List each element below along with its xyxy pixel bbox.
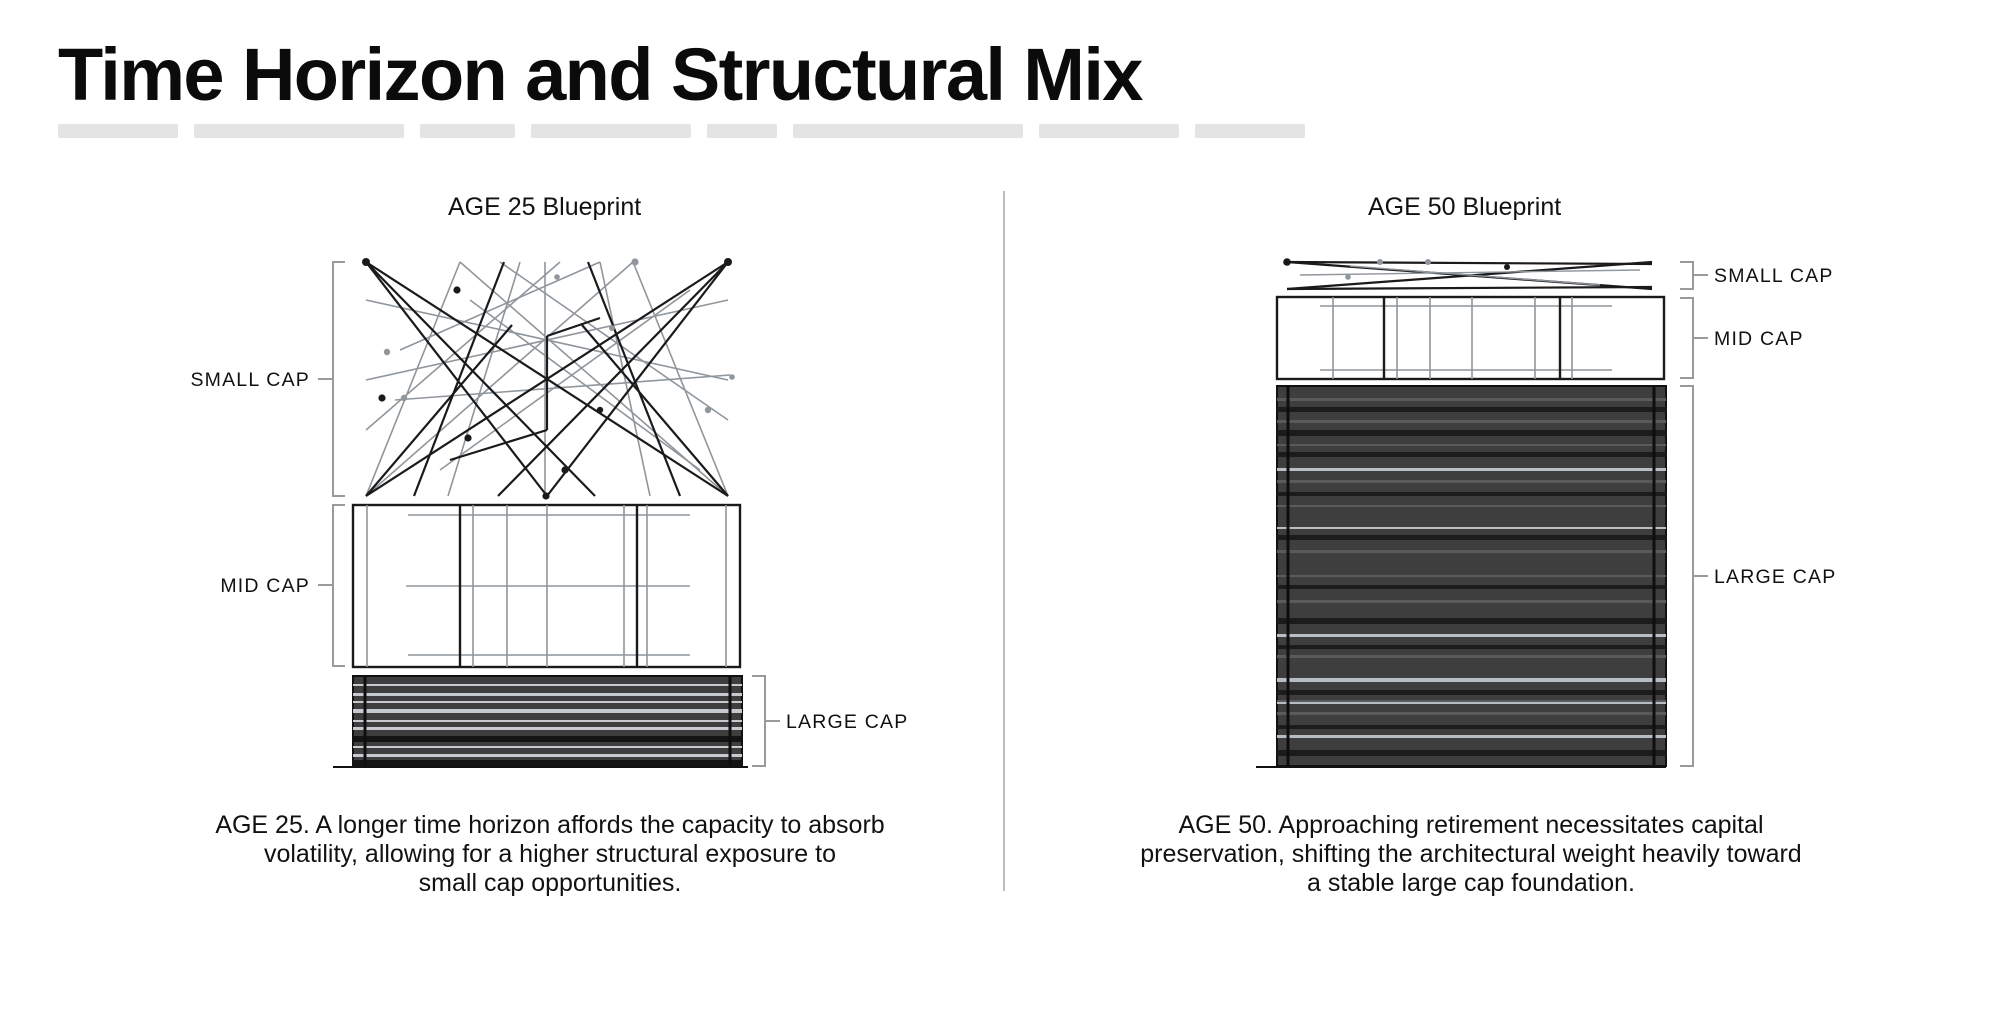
- cropped-subtitle-strip: [58, 124, 1498, 138]
- age-50-caption-line: AGE 50. Approaching retirement necessita…: [1178, 811, 1764, 839]
- age-50-small-cap-lattice: [1283, 258, 1653, 291]
- age-50-blueprint: SMALL CAP: [1256, 258, 1836, 768]
- age-25-caption-line: volatility, allowing for a higher struct…: [263, 840, 837, 868]
- age-25-blueprint: SMALL CAP: [190, 258, 908, 768]
- age-25-large-cap-block: [333, 675, 748, 768]
- age-50-mid-cap-label: MID CAP: [1714, 328, 1804, 350]
- age-50-small-cap-label: SMALL CAP: [1714, 265, 1834, 287]
- panel-divider: [1003, 191, 1005, 891]
- age-25-mid-cap-label: MID CAP: [220, 575, 310, 597]
- age-25-small-cap-label: SMALL CAP: [190, 369, 310, 391]
- age-50-small-cap-bracket: [1680, 261, 1708, 290]
- age-25-scatter-dots: [362, 258, 735, 500]
- age-50-large-cap-label: LARGE CAP: [1714, 566, 1836, 588]
- age-50-title: AGE 50 Blueprint: [1368, 193, 1562, 221]
- page-title: Time Horizon and Structural Mix: [58, 33, 1143, 116]
- age-50-caption-line: a stable large cap foundation.: [1306, 869, 1635, 897]
- age-25-caption-line: AGE 25. A longer time horizon affords th…: [215, 811, 885, 839]
- age-25-mid-cap-frame: [351, 503, 742, 669]
- age-50-mid-cap-frame: [1275, 295, 1666, 381]
- age-25-small-cap-bracket: [318, 261, 345, 497]
- age-50-large-cap-bracket: [1680, 385, 1708, 767]
- age-50-large-cap-block: [1256, 385, 1667, 768]
- age-25-small-cap-lattice: [362, 258, 735, 500]
- age-25-caption-line: small cap opportunities.: [418, 869, 682, 897]
- age-25-large-cap-label: LARGE CAP: [786, 711, 908, 733]
- age-25-mid-cap-bracket: [318, 504, 345, 667]
- age-50-mid-cap-bracket: [1680, 297, 1708, 379]
- age-50-caption-line: preservation, shifting the architectural…: [1140, 840, 1802, 868]
- age-25-title: AGE 25 Blueprint: [448, 193, 642, 221]
- age-50-caption: AGE 50. Approaching retirement necessita…: [1071, 811, 1871, 898]
- age-25-large-cap-bracket: [752, 675, 780, 767]
- age-25-caption: AGE 25. A longer time horizon affords th…: [150, 811, 950, 898]
- age-50-scatter-dots: [1283, 258, 1510, 280]
